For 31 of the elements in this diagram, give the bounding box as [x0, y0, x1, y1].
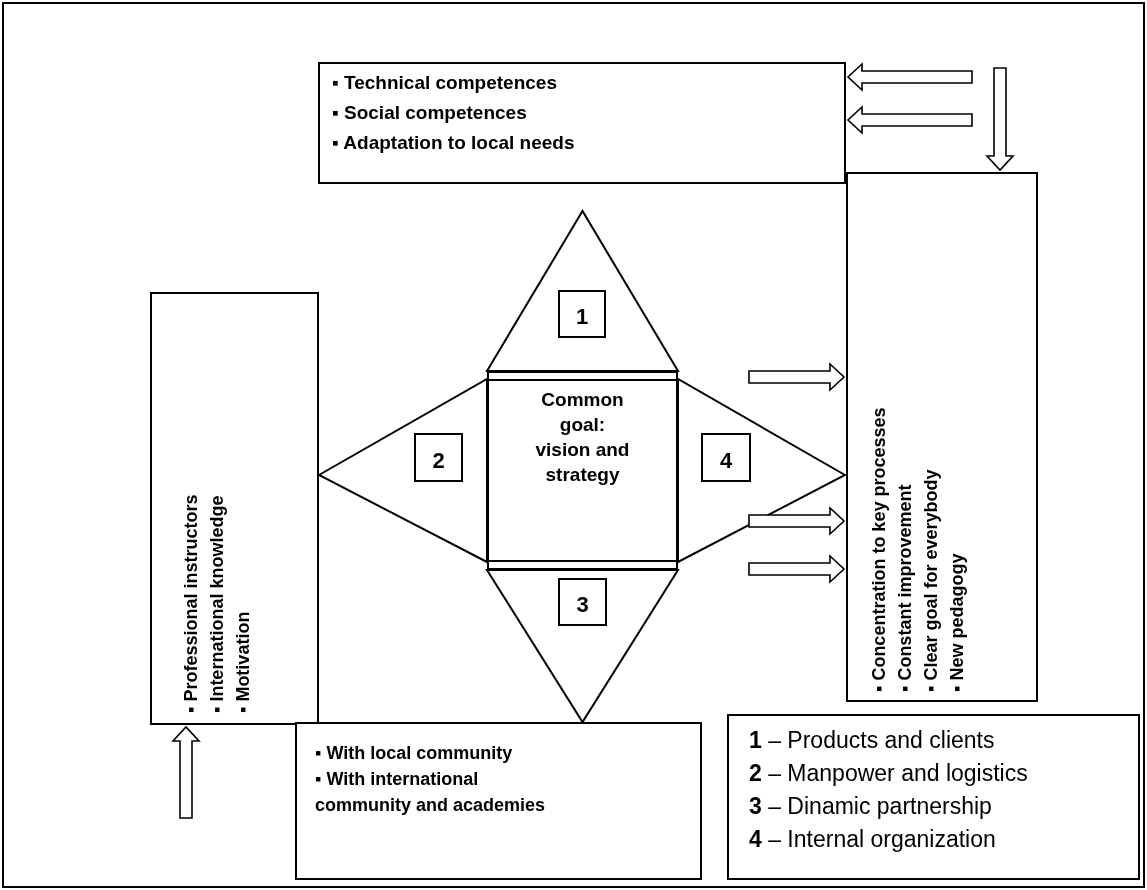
block-arrow	[748, 554, 846, 584]
numbered-box: 3	[558, 578, 607, 626]
numbered-box: 4	[701, 433, 751, 482]
bullet-item: ▪ With local community	[315, 742, 513, 765]
block-arrow	[846, 62, 973, 92]
goal-box	[487, 371, 678, 570]
key-item: 2 – Manpower and logistics	[749, 759, 1029, 788]
block-arrow	[985, 67, 1015, 172]
bullet-item: ▪ Constant improvement	[894, 484, 916, 692]
block-arrow	[846, 105, 973, 135]
key-item: 1 – Products and clients	[749, 726, 996, 755]
bullet-item: ▪ New pedagogy	[946, 553, 968, 692]
bullet-item: ▪ Motivation	[232, 611, 254, 713]
bullet-item: ▪ With international community and academies	[315, 768, 547, 817]
block-arrow	[748, 506, 846, 536]
bullet-item: ▪ Technical competences	[332, 71, 557, 95]
numbered-box: 1	[558, 290, 606, 338]
bullet-item: ▪ International knowledge	[206, 495, 228, 713]
bullet-item: ▪ Social competences	[332, 101, 527, 125]
key-box	[727, 714, 1140, 880]
bullet-item: ▪ Concentration to key processes	[868, 407, 890, 692]
numbered-box: 2	[414, 433, 463, 482]
text-box	[318, 62, 846, 184]
bullet-item: ▪ Professional instructors	[180, 494, 202, 713]
bullet-item: ▪ Clear goal for everybody	[920, 469, 942, 692]
key-item: 4 – Internal organization	[749, 825, 997, 854]
goal-text: Common goal: vision and strategy	[534, 388, 631, 487]
key-item: 3 – Dinamic partnership	[749, 792, 993, 821]
bullet-item: ▪ Adaptation to local needs	[332, 131, 575, 155]
block-arrow	[171, 725, 201, 819]
block-arrow	[748, 362, 846, 392]
